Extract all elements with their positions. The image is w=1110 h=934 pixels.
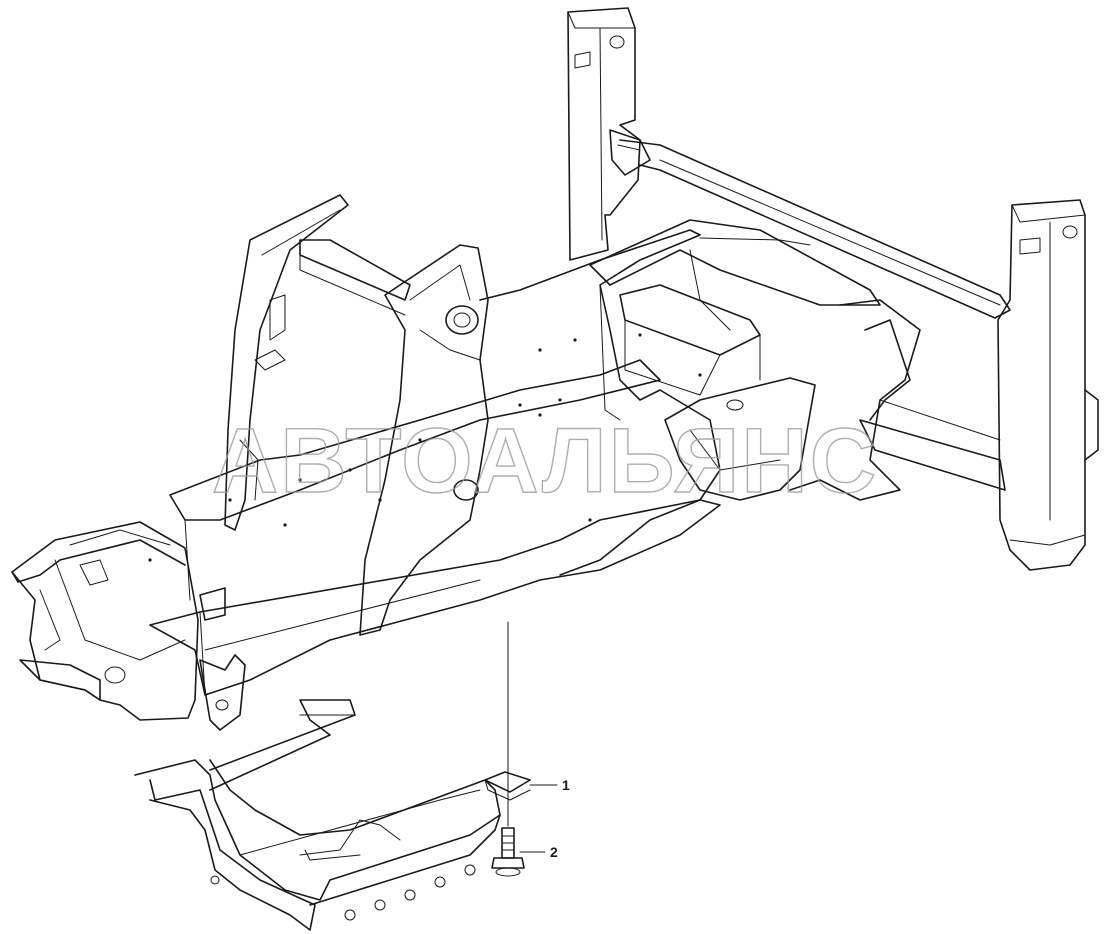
callout-label-2: 2	[550, 844, 558, 860]
chassis-frame	[11, 7, 1099, 731]
rivet-dots	[148, 333, 702, 562]
watermark-text: АВТОАЛЬЯНС	[212, 410, 878, 512]
part-bracket	[484, 771, 531, 801]
skid-plate	[134, 699, 501, 931]
part-bolt	[491, 827, 525, 877]
callout-label-1: 1	[562, 777, 570, 793]
